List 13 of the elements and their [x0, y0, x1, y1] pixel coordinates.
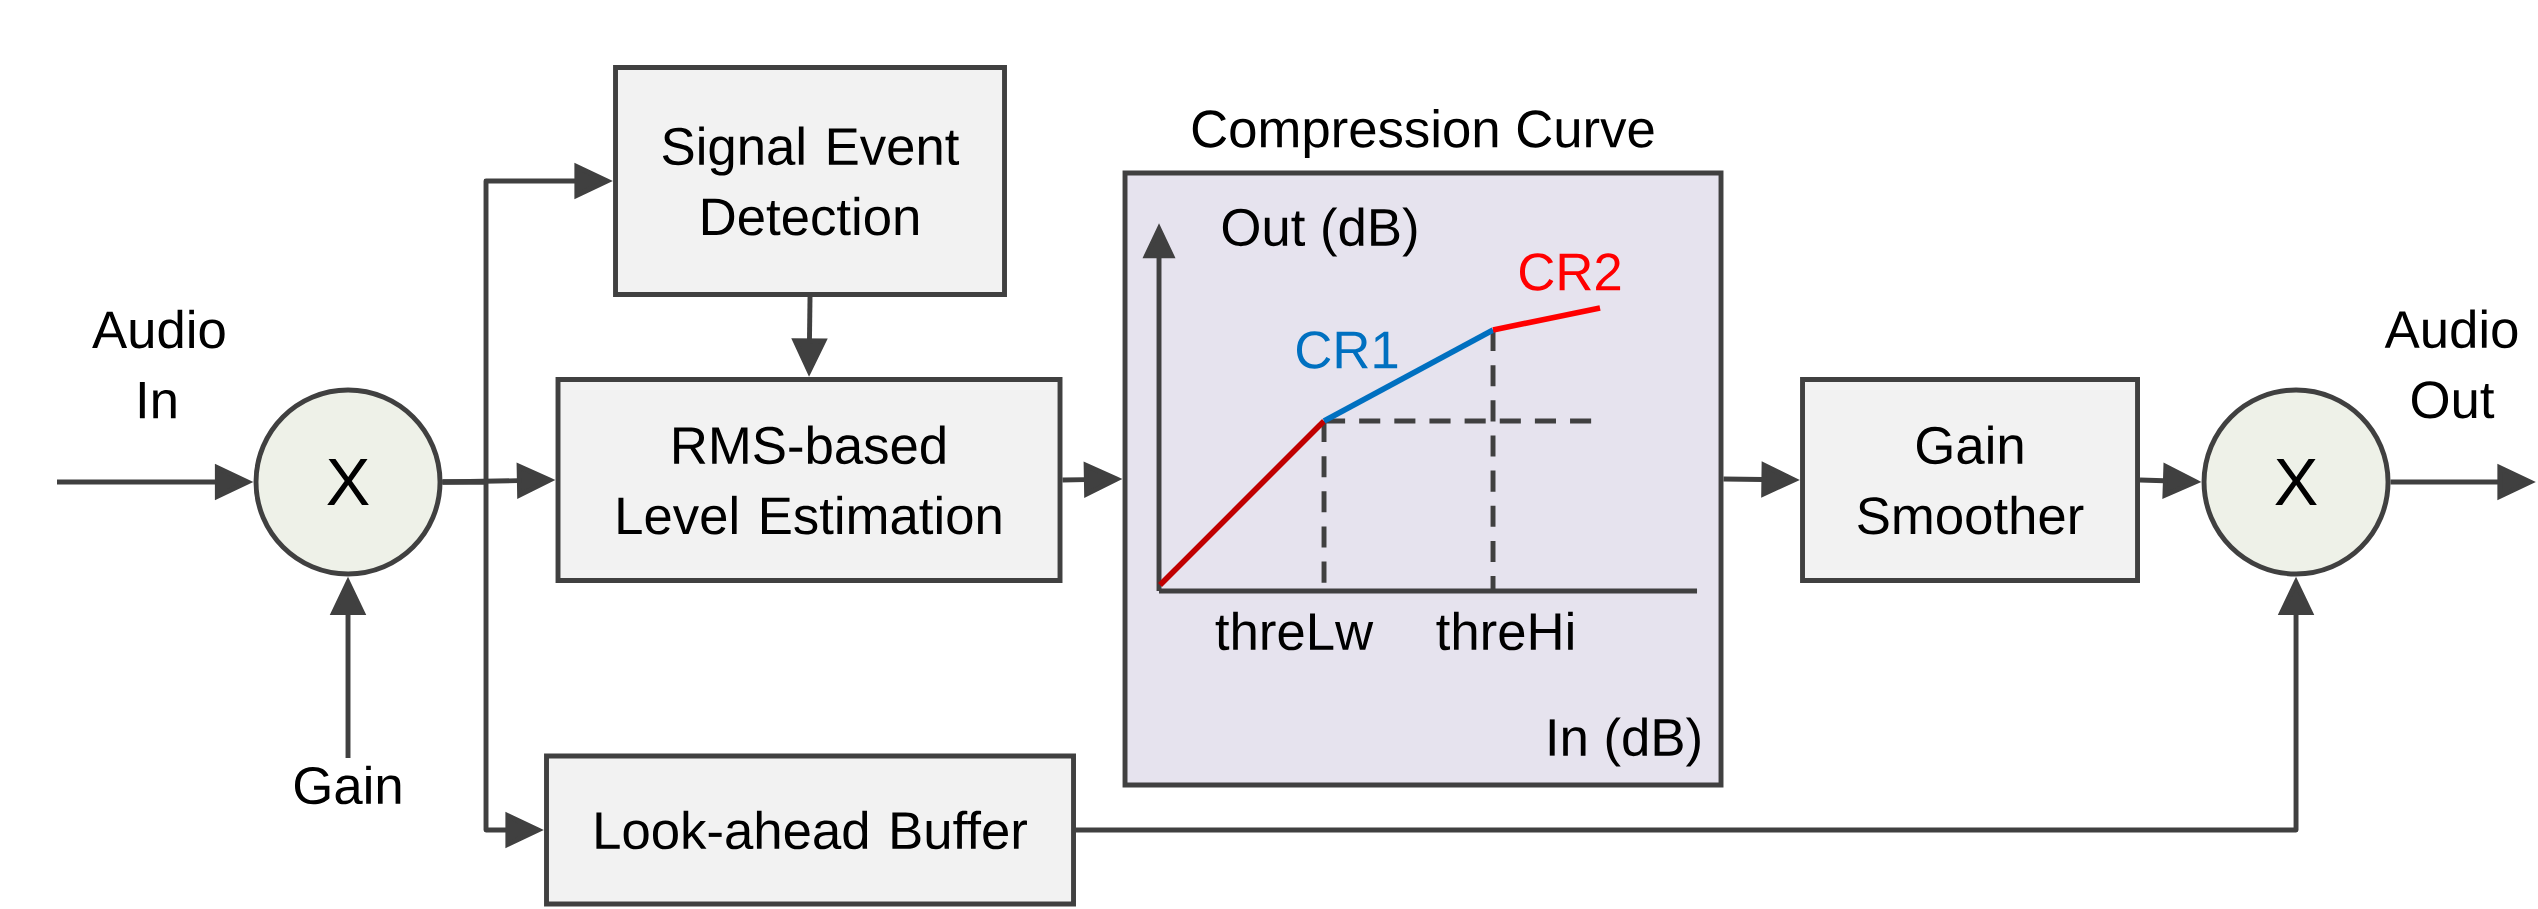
tick-label: threLw — [1215, 611, 1374, 651]
process-box: RMS-based Level Estimation — [555, 377, 1063, 583]
process-box: Look-ahead Buffer — [544, 753, 1076, 907]
process-box: Gain Smoother — [1800, 377, 2140, 583]
axis-label: Out (dB) — [1222, 207, 1417, 257]
process-box: Signal Event Detection — [613, 65, 1007, 297]
input-label: Gain — [295, 765, 401, 805]
axis-label: In (dB) — [1549, 717, 1700, 767]
node-label: Compression Curve — [1192, 108, 1654, 159]
signal-label: Audio In — [92, 309, 225, 419]
curve-label: CR2 — [1520, 253, 1621, 291]
tick-label: threHi — [1436, 611, 1573, 651]
curve-label: CR1 — [1297, 331, 1398, 369]
